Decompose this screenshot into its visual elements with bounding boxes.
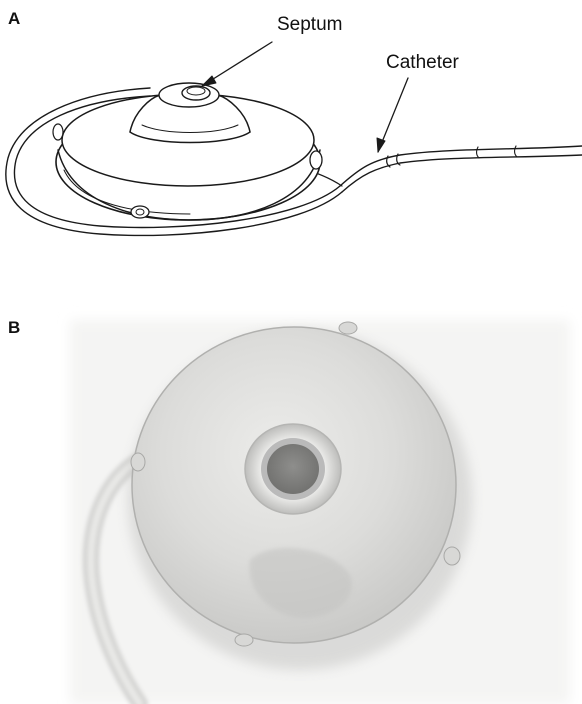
photo-septum xyxy=(245,424,341,514)
catheter-label: Catheter xyxy=(386,53,459,72)
panel-b-letter: B xyxy=(8,319,20,336)
septum-label: Septum xyxy=(277,15,342,34)
panel-a-letter: A xyxy=(8,10,20,27)
